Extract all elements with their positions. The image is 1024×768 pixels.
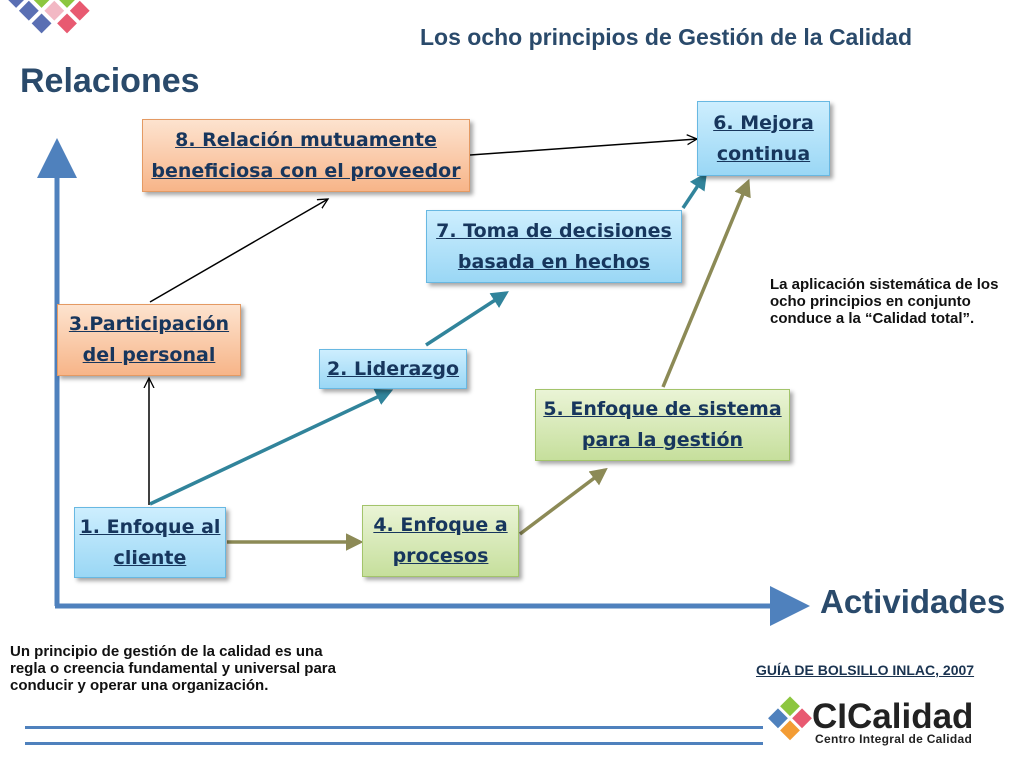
principle-8-supplier-relationships: 8. Relación mutuamente beneficiosa con e… — [142, 119, 470, 192]
arrow-8-to-6 — [469, 139, 697, 156]
x-axis-label: Actividades — [820, 583, 1006, 620]
logo-subtitle: Centro Integral de Calidad — [815, 732, 973, 746]
footer-divider-bottom — [25, 742, 763, 745]
principle-1-customer-focus: 1. Enfoque al cliente — [74, 507, 226, 578]
definition-note: Un principio de gestión de la calidad es… — [10, 643, 336, 694]
source-citation: GUÍA DE BOLSILLO INLAC, 2007 — [756, 662, 975, 678]
logo-wordmark: CICalidad — [812, 697, 974, 736]
cicalidad-logo-mark — [768, 696, 812, 741]
arrow-2-to-7 — [425, 291, 509, 347]
decorative-mosaic — [6, 0, 90, 34]
principle-3-people-involvement: 3.Participación del personal — [57, 304, 241, 376]
slide-title: Los ocho principios de Gestión de la Cal… — [420, 24, 913, 50]
y-axis-label: Relaciones — [20, 62, 200, 100]
arrow-4-to-5 — [518, 467, 608, 536]
footer-divider-top — [25, 726, 763, 729]
principle-4-process-approach: 4. Enfoque a procesos — [362, 505, 519, 577]
principle-2-leadership: 2. Liderazgo — [319, 349, 467, 389]
arrow-5-to-6 — [661, 178, 751, 388]
arrow-3-to-8 — [149, 199, 328, 303]
principle-5-system-approach: 5. Enfoque de sistema para la gestión — [535, 389, 790, 461]
principle-6-continual-improvement: 6. Mejora continua — [697, 101, 830, 176]
total-quality-note: La aplicación sistemática de los ocho pr… — [770, 276, 999, 327]
principle-7-evidence-based-decisions: 7. Toma de decisiones basada en hechos — [426, 210, 682, 283]
arrow-1-to-2 — [149, 389, 394, 506]
arrow-7-to-6 — [681, 172, 707, 209]
